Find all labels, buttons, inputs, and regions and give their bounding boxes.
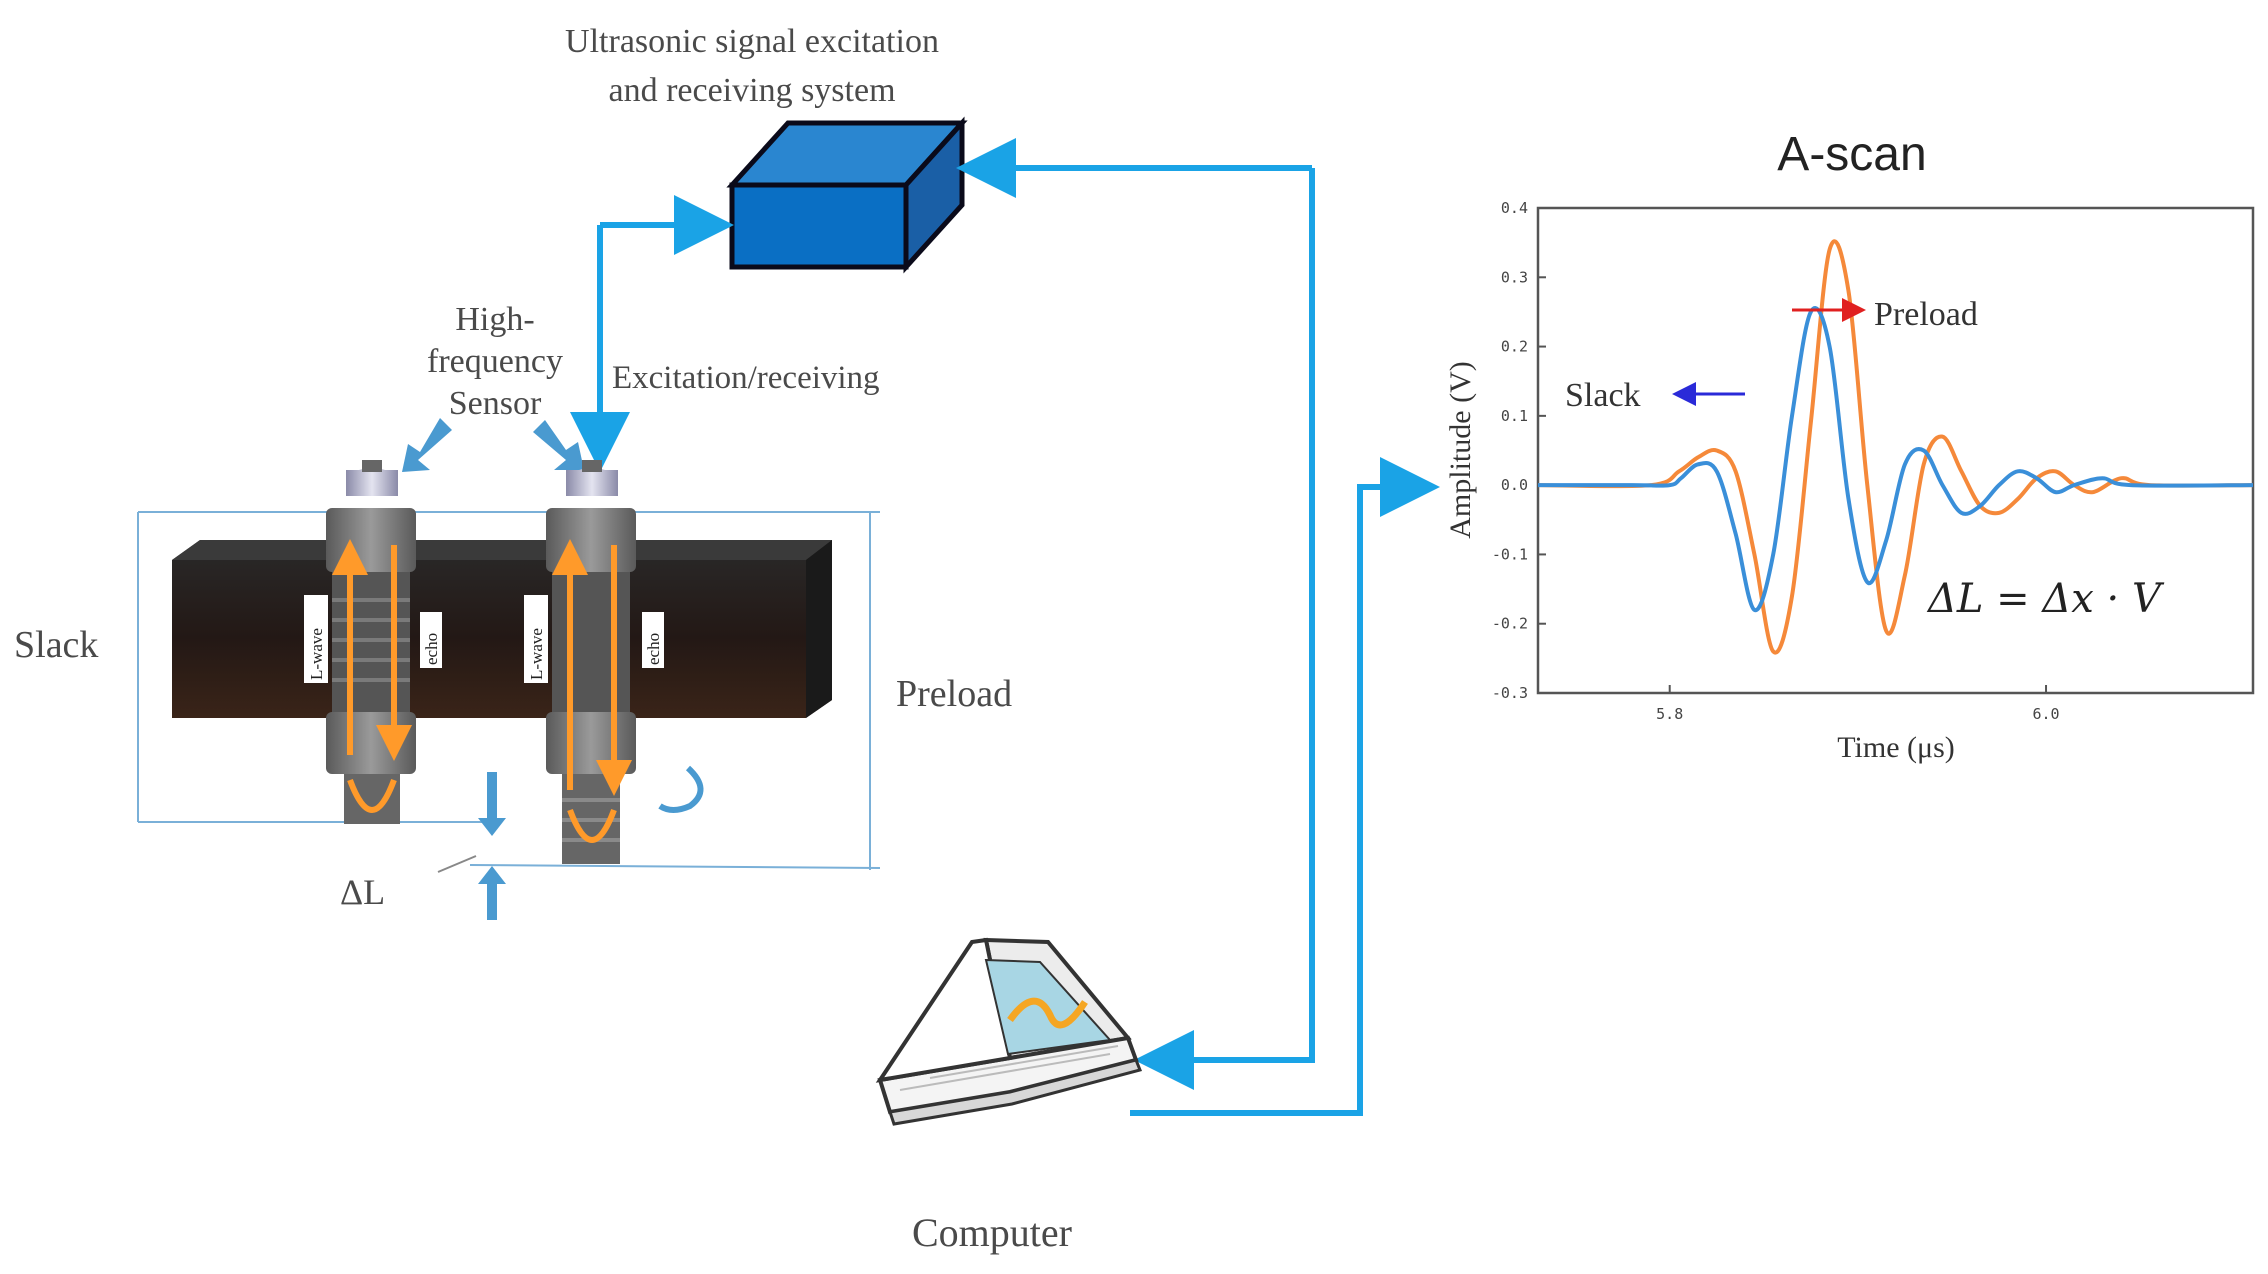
delta-equation: ΔL = Δx · V xyxy=(1926,576,2165,622)
sensor-label-3: Sensor xyxy=(449,385,542,422)
y-tick-label: 0.0 xyxy=(1501,476,1528,494)
y-axis-label: Amplitude (V) xyxy=(1444,361,1477,538)
computer-icon xyxy=(875,937,1143,1126)
preload-label: Preload xyxy=(896,673,1012,715)
sensor-label-2: frequency xyxy=(427,343,563,380)
connection-lines xyxy=(570,138,1440,1116)
ascan-chart: A-scan 0.4 0.3 0.2 0.1 0.0 -0.1 -0.2 -0.3 5.8 6.… xyxy=(1444,128,2255,764)
y-tick-label: -0.2 xyxy=(1492,615,1528,633)
delta-l-arrows xyxy=(437,772,506,920)
slack-annotation: Slack xyxy=(1565,377,1641,414)
slack-label: Slack xyxy=(14,624,98,666)
tighten-arrow xyxy=(658,765,704,813)
y-tick-label: 0.2 xyxy=(1501,338,1528,356)
computer-label: Computer xyxy=(912,1210,1072,1255)
x-tick-label: 6.0 xyxy=(2032,705,2059,723)
series-lines xyxy=(1537,239,2254,655)
echo-label-left: echo xyxy=(422,633,441,665)
chart-title: A-scan xyxy=(1777,128,1926,181)
x-axis-label: Time (μs) xyxy=(1837,731,1955,764)
bolt-left: L-wave echo xyxy=(304,460,442,824)
preload-annotation: Preload xyxy=(1874,296,1978,333)
lwave-label-left: L-wave xyxy=(307,628,326,680)
x-ticks: 5.8 6.0 xyxy=(1656,685,2060,723)
bolt-right: L-wave echo xyxy=(524,460,704,864)
y-tick-label: 0.1 xyxy=(1501,407,1528,425)
y-ticks: 0.4 0.3 0.2 0.1 0.0 -0.1 -0.2 -0.3 xyxy=(1492,199,1546,702)
system-title-line2: and receiving system xyxy=(608,72,895,109)
y-tick-label: -0.1 xyxy=(1492,545,1528,563)
y-tick-label: -0.3 xyxy=(1492,684,1528,702)
lwave-label-right: L-wave xyxy=(527,628,546,680)
system-title-line1: Ultrasonic signal excitation xyxy=(565,23,939,60)
x-tick-label: 5.8 xyxy=(1656,705,1683,723)
delta-l-label: ΔL xyxy=(340,872,385,912)
y-tick-label: 0.3 xyxy=(1501,268,1528,286)
y-tick-label: 0.4 xyxy=(1501,199,1528,217)
plot-frame xyxy=(1536,206,2255,695)
bolt-assembly: L-wave echo L-wave echo xyxy=(137,460,881,920)
series-line-slack xyxy=(1537,306,2254,612)
sensor-pointer-arrows xyxy=(402,418,584,472)
echo-label-right: echo xyxy=(644,633,663,665)
excitation-system-box xyxy=(726,116,968,274)
series-line-preload xyxy=(1537,239,2254,655)
sensor-label-1: High- xyxy=(455,301,534,338)
excitation-label: Excitation/receiving xyxy=(612,360,880,396)
